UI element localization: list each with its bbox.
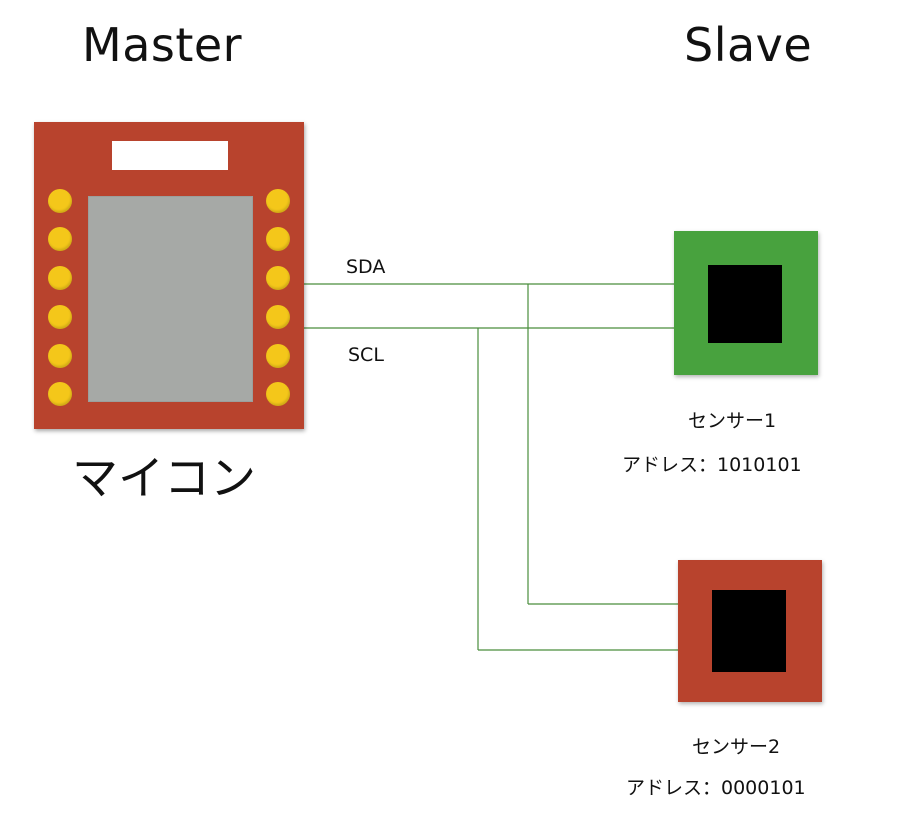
pin-left-4 [48,305,72,329]
pin-left-1 [48,189,72,213]
sensor-2 [678,560,822,702]
sensor-2-name: センサー2 [692,736,781,758]
sensor-1-address: アドレス：1010101 [622,454,802,476]
sensor-2-core [712,590,786,672]
sda-label: SDA [346,256,386,278]
pin-right-6 [266,382,290,406]
pin-right-2 [266,227,290,251]
pin-right-5 [266,344,290,368]
sensor-2-address: アドレス：0000101 [626,777,806,799]
master-caption: マイコン [72,451,256,505]
pin-right-1 [266,189,290,213]
sensor-1 [674,231,818,375]
pin-left-3 [48,266,72,290]
master-heading: Master [82,18,243,72]
board-chip [88,196,253,402]
sensor-1-name: センサー1 [688,410,777,432]
scl-label: SCL [348,344,384,366]
master-board [34,122,304,429]
board-label-plate [112,141,228,170]
pin-left-5 [48,344,72,368]
pin-right-3 [266,266,290,290]
slave-heading: Slave [684,18,813,72]
pin-left-2 [48,227,72,251]
sensor-1-core [708,265,782,343]
pin-left-6 [48,382,72,406]
pin-right-4 [266,305,290,329]
